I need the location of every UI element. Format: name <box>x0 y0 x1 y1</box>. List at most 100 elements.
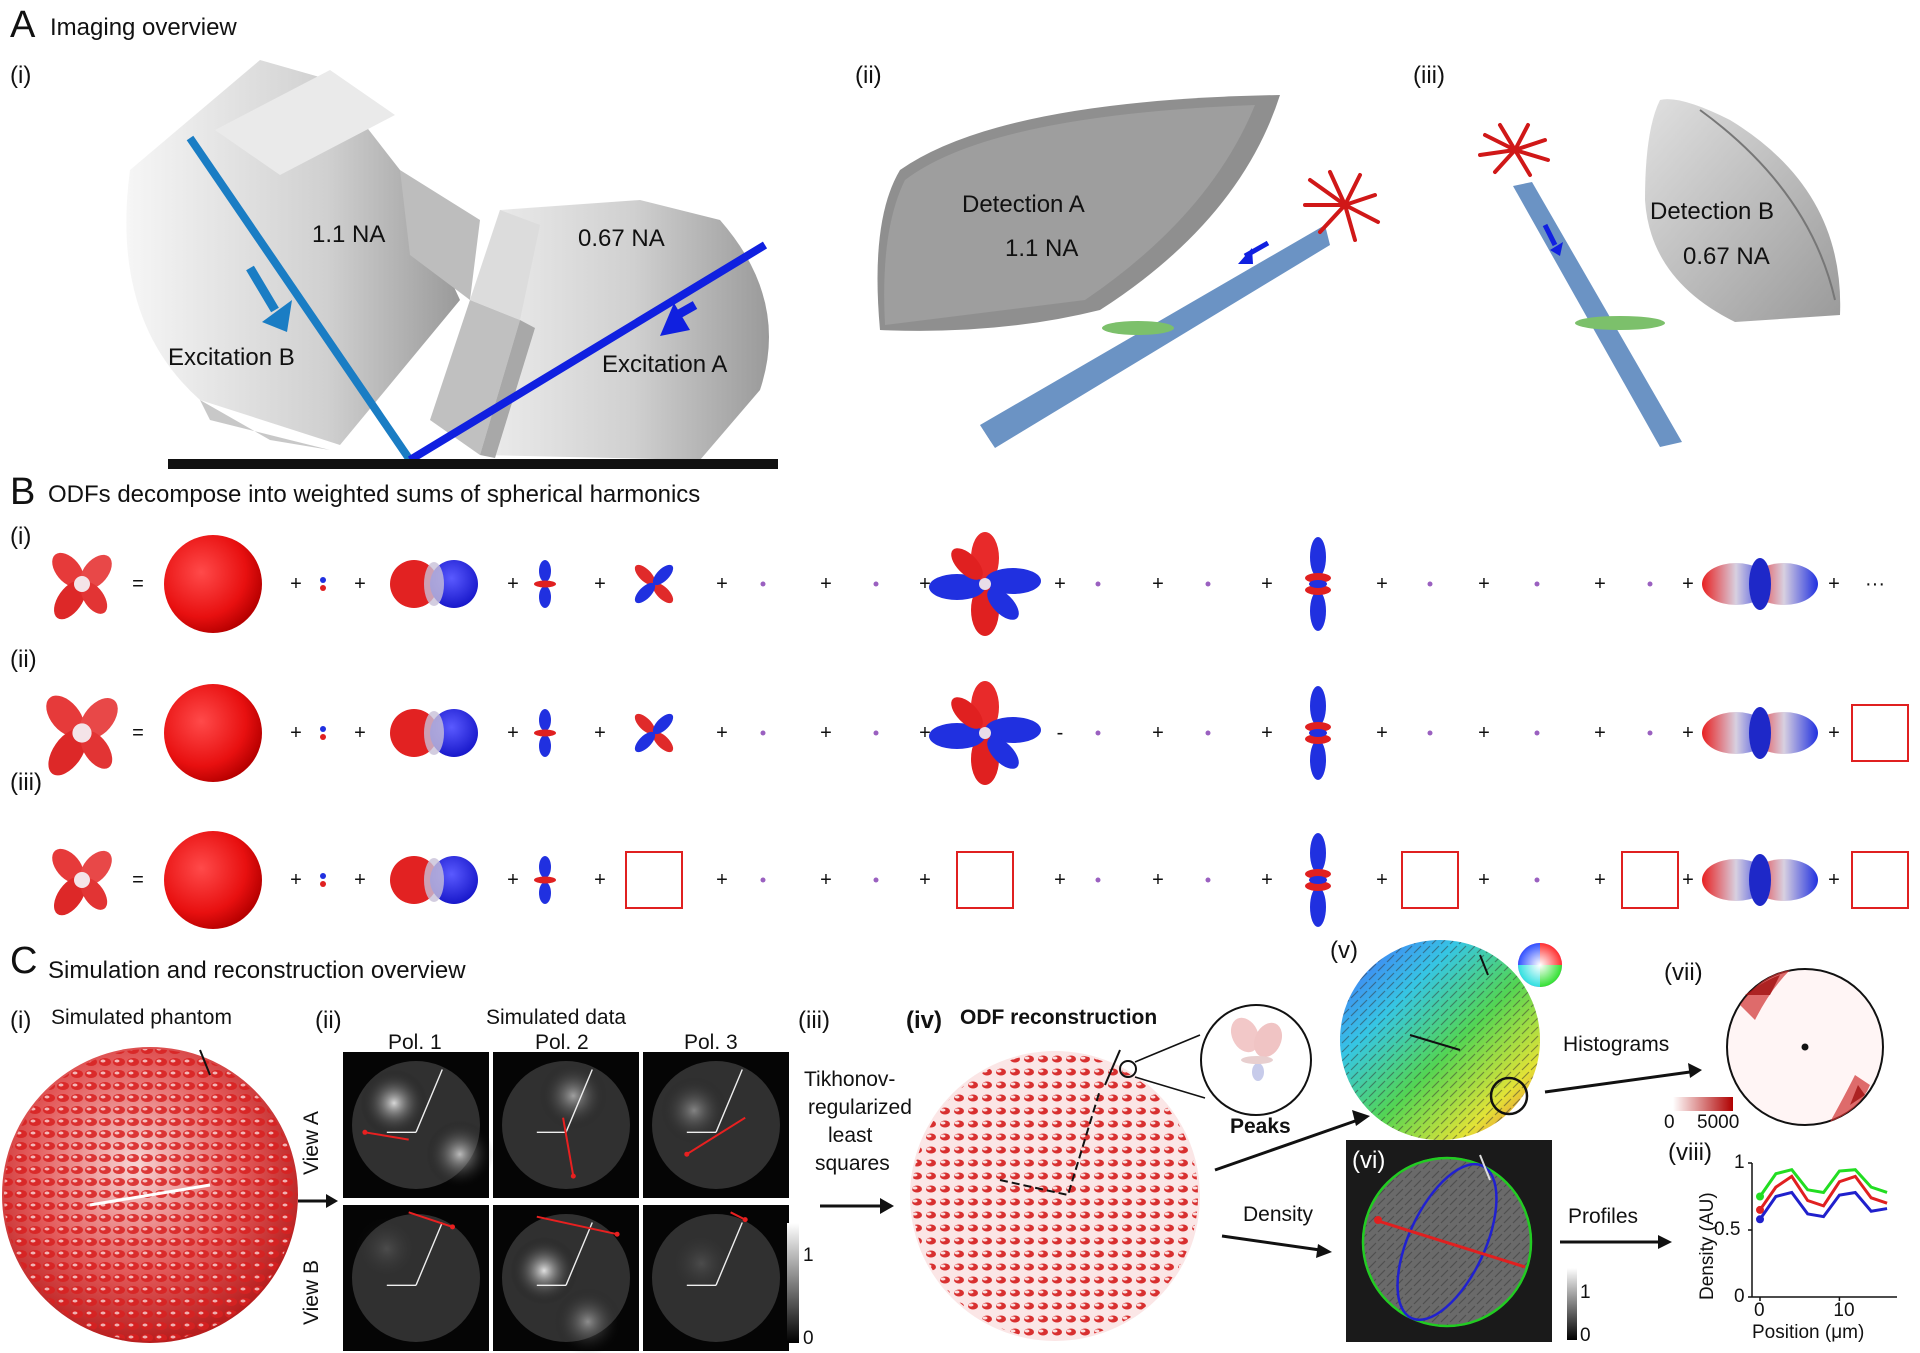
detection-b-na: 0.67 NA <box>1683 243 1770 270</box>
row1-dot-4 <box>1205 581 1211 587</box>
row2-l0-sphere <box>164 684 262 782</box>
panel-c-title: Simulation and reconstruction overview <box>48 957 466 984</box>
row2-plus-13: + <box>1594 722 1606 744</box>
panel-b-letter: B <box>10 471 36 513</box>
row1-dot-2 <box>873 581 879 587</box>
profile-start-1 <box>1756 1192 1764 1201</box>
row2-plus-12: + <box>1478 722 1490 744</box>
row2-plus-11: + <box>1376 722 1388 744</box>
row1-l2-big-clover <box>929 532 1041 636</box>
odf-glyph-a <box>1303 170 1380 242</box>
odf-zoom-inset <box>1119 1004 1312 1116</box>
panel-c-letter: C <box>10 940 38 982</box>
vi-colorbar-max: 1 <box>1580 1282 1591 1303</box>
plot-xtick: 10 <box>1833 1300 1855 1321</box>
row2-plus-1: + <box>290 722 302 744</box>
row1-dot-3 <box>1095 581 1101 587</box>
row2-dot-3 <box>1095 730 1101 736</box>
row3-box-end <box>1851 851 1909 909</box>
row1-plus-12: + <box>1478 573 1490 595</box>
row2-odf <box>46 695 118 776</box>
row2-l4-capsule <box>1702 707 1818 759</box>
row1-plus-2: + <box>354 573 366 595</box>
plot-ylabel: Density (AU) <box>1697 1192 1718 1300</box>
row3-plus-12: + <box>1478 869 1490 891</box>
row1-plus-7: + <box>919 573 931 595</box>
profile-line-1 <box>1758 1168 1888 1198</box>
row3-dot-6 <box>1534 877 1540 883</box>
hist-colorbar-min: 0 <box>1664 1112 1675 1133</box>
panel-a-sub-ii: (ii) <box>855 62 882 89</box>
row-label-ii: (ii) <box>10 646 37 673</box>
row2-dot-7 <box>1647 730 1653 736</box>
excitation-a-direction-arrow <box>1238 240 1270 264</box>
row2-dot-1 <box>760 730 766 736</box>
row2-plus-14: + <box>1682 722 1694 744</box>
profile-line-2 <box>1758 1174 1888 1211</box>
view-a-label: View A <box>300 1111 323 1175</box>
histogram-colorbar <box>1673 1097 1733 1111</box>
excitation-b-label: Excitation B <box>168 344 295 371</box>
row3-l1-glyph-a <box>320 873 326 887</box>
peaks-arrow <box>1214 1110 1370 1172</box>
peaks-label: Peaks <box>1230 1115 1291 1138</box>
row1-dot-1 <box>760 581 766 587</box>
row2-l1-glyph-c <box>534 709 556 757</box>
detection-b-lens <box>1645 99 1841 323</box>
row1-dot-5 <box>1427 581 1433 587</box>
row2-op-8: - <box>1056 722 1064 744</box>
row3-box-4 <box>1621 851 1679 909</box>
c-viii-label: (viii) <box>1668 1139 1712 1166</box>
row2-l4-glyph <box>1305 686 1331 780</box>
row3-box-2 <box>956 851 1014 909</box>
sim-image-r2-c1 <box>343 1205 489 1351</box>
beam-a-rod <box>980 225 1330 448</box>
iii-text-1: Tikhonov- <box>804 1068 896 1091</box>
objective-a-na: 0.67 NA <box>578 225 665 252</box>
excitation-b-direction-arrow <box>1542 223 1563 256</box>
row3-plus-7: + <box>919 869 931 891</box>
sample-stage <box>168 459 778 469</box>
row3-plus-4: + <box>594 869 606 891</box>
row3-plus-13: + <box>1594 869 1606 891</box>
plot-ytick: 0 <box>1734 1286 1745 1307</box>
row2-l2-big-clover <box>929 681 1041 785</box>
row2-equals: = <box>132 722 144 744</box>
panel-a-letter: A <box>10 4 36 46</box>
row3-box-1 <box>625 851 683 909</box>
density-image <box>1346 1140 1552 1342</box>
row1-equals: = <box>132 573 144 595</box>
c-ii-label: (ii) <box>315 1007 342 1034</box>
c-vi-label: (vi) <box>1352 1147 1386 1174</box>
row1-plus-3: + <box>507 573 519 595</box>
row-label-i: (i) <box>10 523 32 550</box>
vi-colorbar-min: 0 <box>1580 1325 1591 1346</box>
row2-plus-6: + <box>820 722 832 744</box>
row3-dot-1 <box>760 877 766 883</box>
data-colorbar-min: 0 <box>803 1328 814 1349</box>
row1-plus-14: + <box>1682 573 1694 595</box>
row3-l1-glyph-c <box>534 856 556 904</box>
histograms-label: Histograms <box>1563 1033 1670 1056</box>
row3-l1-glyph-b <box>390 856 478 904</box>
profiles-label: Profiles <box>1568 1205 1639 1228</box>
row1-plus-6: + <box>820 573 832 595</box>
pol-1-label: Pol. 1 <box>388 1031 442 1054</box>
panel-a-sub-iii: (iii) <box>1413 62 1445 89</box>
row3-plus-11: + <box>1376 869 1388 891</box>
row2-box-end <box>1851 704 1909 762</box>
view-b-label: View B <box>300 1260 323 1325</box>
pol-3-label: Pol. 3 <box>684 1031 738 1054</box>
arrow-iii <box>820 1198 894 1214</box>
odf-glyph-b <box>1478 123 1550 177</box>
arrow-i-to-ii <box>298 1194 338 1208</box>
row3-plus-10: + <box>1261 869 1273 891</box>
sim-image-r1-c1 <box>343 1052 494 1198</box>
row2-plus-3: + <box>507 722 519 744</box>
row2-plus-5: + <box>716 722 728 744</box>
iii-text-3: least <box>828 1124 873 1147</box>
data-colorbar-max: 1 <box>803 1245 814 1266</box>
row3-box-3 <box>1401 851 1459 909</box>
objective-b-na: 1.1 NA <box>312 221 386 248</box>
row3-dot-3 <box>1095 877 1101 883</box>
